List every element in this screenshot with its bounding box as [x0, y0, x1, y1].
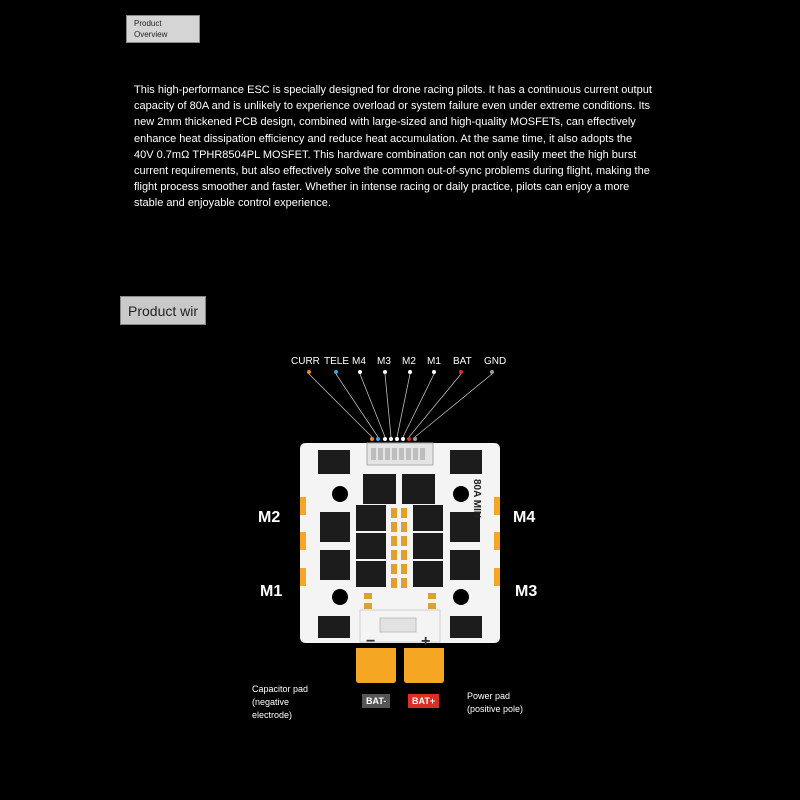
capacitor-note-line3: electrode)	[252, 710, 293, 720]
pin-label-m4: M4	[352, 356, 366, 367]
pin-label-m3: M3	[377, 356, 391, 367]
bat-minus-badge: BAT-	[362, 694, 391, 708]
capacitor-note-line2: (negative	[252, 697, 290, 707]
pin-label-m2: M2	[402, 356, 416, 367]
motor-label-m3: M3	[515, 583, 538, 600]
pin-label-tele: TELE	[324, 356, 350, 367]
pin-dot-tele	[334, 370, 338, 374]
product-description: This high-performance ESC is specially d…	[134, 84, 652, 210]
bat-plus-badge: BAT+	[408, 694, 440, 708]
pin-dot-m4	[358, 370, 362, 374]
power-pad-note: Power pad (positive pole)	[467, 690, 523, 716]
board-rating-text: 80A MIN	[471, 479, 482, 518]
pin-dot-bat	[459, 370, 463, 374]
motor-label-m2: M2	[258, 509, 281, 526]
mounting-holes	[332, 486, 469, 605]
product-wiring-tag: Product wir	[120, 296, 206, 325]
capacitor-pad-note: Capacitor pad (negative electrode)	[252, 683, 308, 722]
pin-dots	[307, 370, 494, 374]
pin-label-bat: BAT	[453, 356, 472, 367]
positive-sign: +	[421, 633, 430, 650]
motor-label-m1: M1	[260, 583, 283, 600]
capacitor-note-line1: Capacitor pad	[252, 684, 309, 694]
pin-dot-m2	[408, 370, 412, 374]
capacitor-area	[359, 609, 441, 643]
pin-dot-m3	[383, 370, 387, 374]
positive-power-pad	[404, 648, 444, 683]
power-note-line2: (positive pole)	[467, 704, 524, 714]
motor-label-m4: M4	[513, 509, 536, 526]
power-note-line1: Power pad	[467, 691, 511, 701]
pin-dot-m1	[432, 370, 436, 374]
pin-dot-gnd	[490, 370, 494, 374]
pin-leader-lines	[308, 373, 493, 438]
pin-dot-curr	[307, 370, 311, 374]
capacitor-label-area	[379, 617, 417, 633]
negative-sign: −	[366, 633, 375, 650]
pin-label-curr: CURR	[291, 356, 320, 367]
connector-slots	[371, 448, 425, 460]
product-overview-tag-line1: Product	[134, 19, 162, 28]
pin-label-m1: M1	[427, 356, 441, 367]
pin-label-gnd: GND	[484, 356, 507, 367]
motor-pads	[300, 497, 500, 586]
product-overview-tag: Product Overview	[126, 15, 200, 43]
small-components	[364, 508, 436, 609]
negative-power-pad	[356, 648, 396, 683]
mosfets	[320, 474, 480, 587]
corner-pads	[318, 450, 482, 638]
connector-pin-tips	[370, 437, 417, 441]
pcb-board	[300, 443, 500, 643]
product-overview-tag-line2: Overview	[134, 30, 168, 39]
